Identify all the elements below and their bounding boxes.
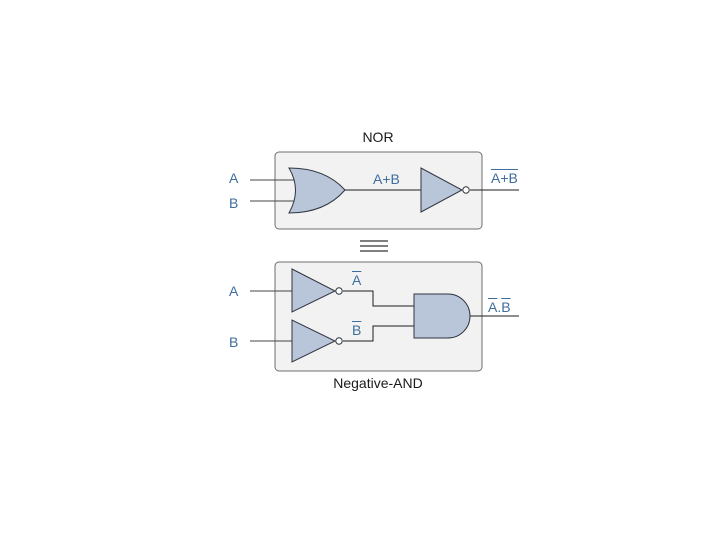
not-bubble [462, 186, 470, 194]
or-gate [288, 167, 346, 214]
nand-output-label: A.B [488, 299, 511, 315]
nand-output-sep: . [497, 299, 502, 315]
not-a-label: A [352, 272, 362, 288]
equivalence-symbol: ≡ [360, 234, 361, 250]
inverter-b [291, 319, 337, 363]
not-b-label: B [352, 322, 362, 338]
and-gate [413, 293, 471, 339]
nor-output-label: A+B [491, 170, 518, 186]
not-gate [420, 167, 464, 213]
nand-input-b-label: B [229, 334, 239, 350]
or-output-label: A+B [373, 171, 400, 187]
nor-input-a-label: A [229, 170, 239, 186]
nand-output-b: B [501, 299, 511, 315]
inverter-b-bubble [335, 337, 343, 345]
inverter-a [291, 268, 337, 313]
nand-input-a-label: A [229, 283, 239, 299]
nor-input-b-label: B [229, 195, 239, 211]
nand-output-a: A [488, 299, 498, 315]
nor-title: NOR [362, 129, 394, 145]
not-a-to-and-wire [343, 290, 414, 307]
negative-and-title: Negative-AND [333, 375, 423, 391]
inverter-a-bubble [335, 287, 343, 295]
not-b-to-and-wire [343, 325, 414, 342]
